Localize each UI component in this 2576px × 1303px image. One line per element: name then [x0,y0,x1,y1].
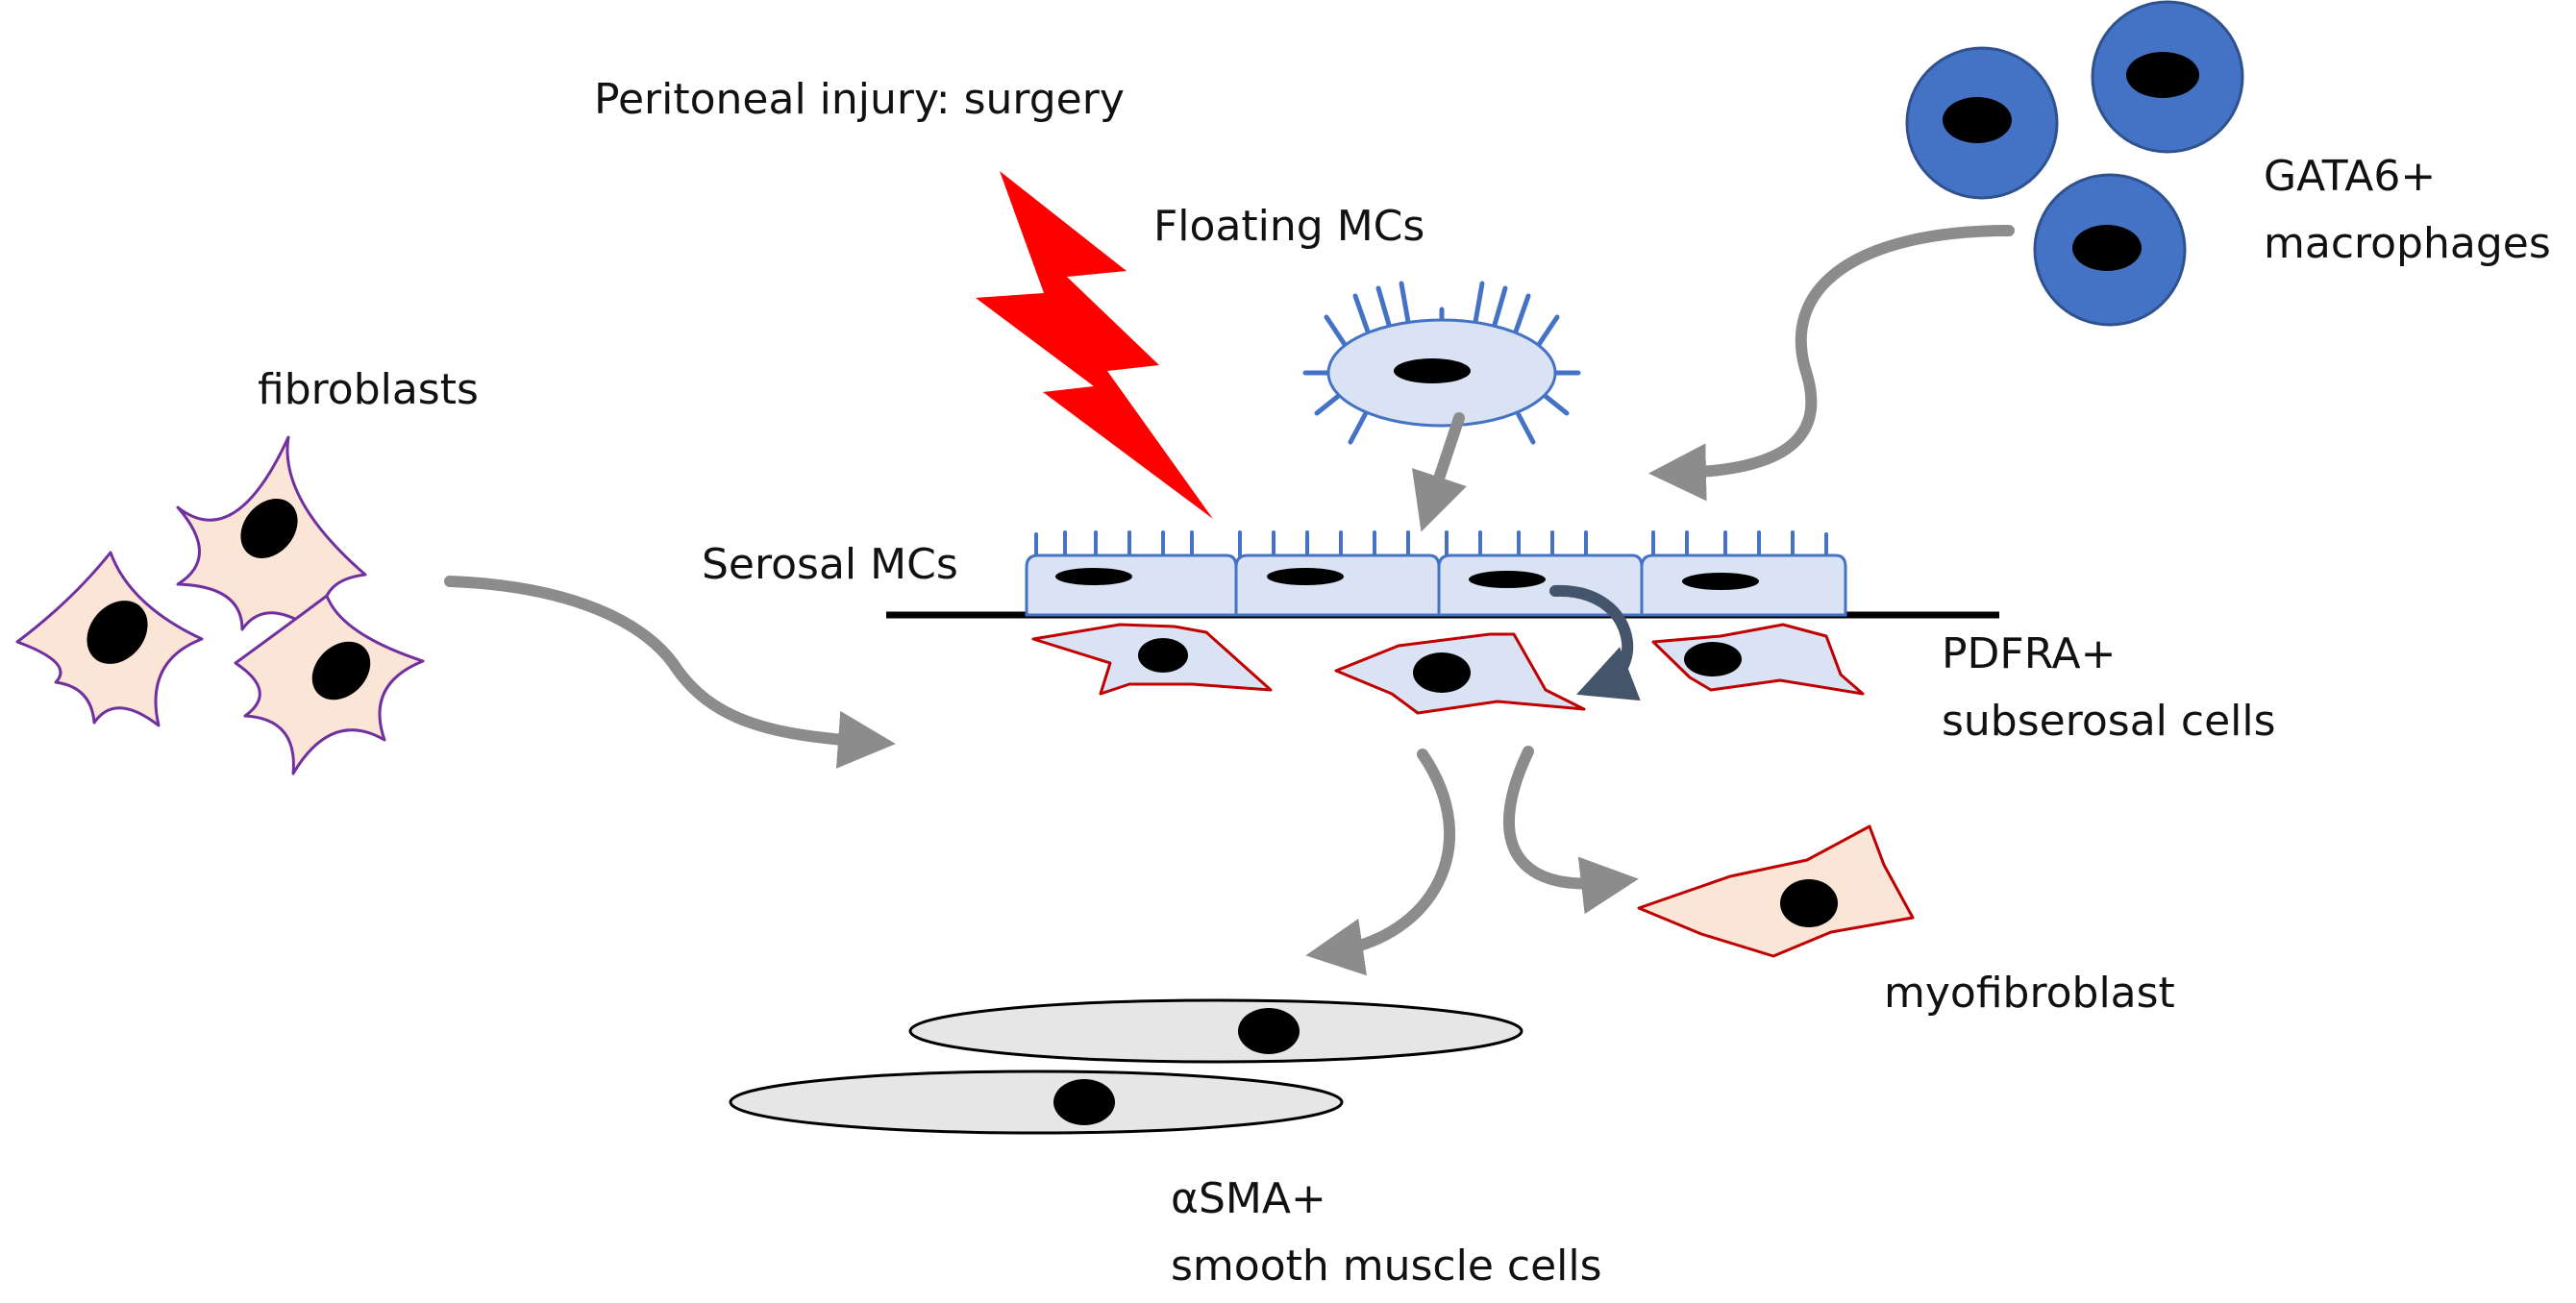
serosal-mcs-label: Serosal MCs [702,540,958,589]
subserosal-nucleus [1413,652,1471,693]
pdfra-label-line1: PDFRA+ [1942,629,2116,678]
subserosal-nucleus [1684,642,1742,676]
serosal-mc-nucleus [1469,571,1546,588]
asma-label-line1: αSMA+ [1171,1174,1326,1223]
smooth-muscle-cells [729,998,1523,1135]
macrophage-cluster [1905,0,2244,327]
myofibroblast-cell-group [1637,824,1915,958]
gata6-label-line1: GATA6+ [2264,152,2436,201]
fibroblast-nucleus [311,641,371,701]
macrophage-to-serosa-arrow [1648,225,2015,502]
fibroblasts-label: fibroblasts [258,365,479,414]
macrophage-nucleus [2126,52,2199,98]
recycle-arrow [1549,584,1641,701]
serosal-mesothelial-layer [1025,530,1847,617]
myofibroblast-nucleus [1780,879,1838,927]
gata6-label-line2: macrophages [2264,219,2551,268]
fibroblast-nucleus [87,601,148,664]
fibroblast-cluster [15,435,425,775]
serosal-mc-cell [1025,553,1238,617]
asma-label-line2: smooth muscle cells [1171,1242,1602,1291]
smooth-muscle-nucleus [1053,1079,1115,1125]
smooth-muscle-nucleus [1238,1008,1300,1054]
subserosal-cell [1651,623,1865,696]
serosal-mc-nucleus [1682,573,1759,590]
lightning-bolt-icon [976,171,1213,519]
pdfra-label-line2: subserosal cells [1942,697,2276,746]
serosal-mc-cell [1234,553,1441,617]
myofibroblast-label: myofibroblast [1884,969,2175,1018]
fibroblast-nucleus [240,499,298,558]
macrophage-nucleus [1943,97,2012,143]
injury-label: Peritoneal injury: surgery [594,75,1125,124]
serosal-mc-nucleus [1055,568,1132,585]
to-smooth-muscle-arrow [1305,749,1455,976]
subserosal-nucleus [1138,638,1188,673]
myofibroblast-cell [1637,824,1915,958]
serosal-mc-nucleus [1267,568,1344,585]
floating-mc-nucleus [1394,358,1471,383]
macrophage-nucleus [2072,225,2142,271]
subserosal-cells [1031,623,1865,715]
fibroblast-to-subserosal-arrow [444,576,896,769]
floating-mesothelial-cell [1302,281,1581,445]
floating-mcs-label: Floating MCs [1153,202,1424,251]
smooth-muscle-cell [729,1069,1344,1135]
smooth-muscle-cell [908,998,1523,1064]
to-myofibroblast-arrow [1503,746,1639,915]
floating-to-serosa-arrow [1412,412,1467,532]
